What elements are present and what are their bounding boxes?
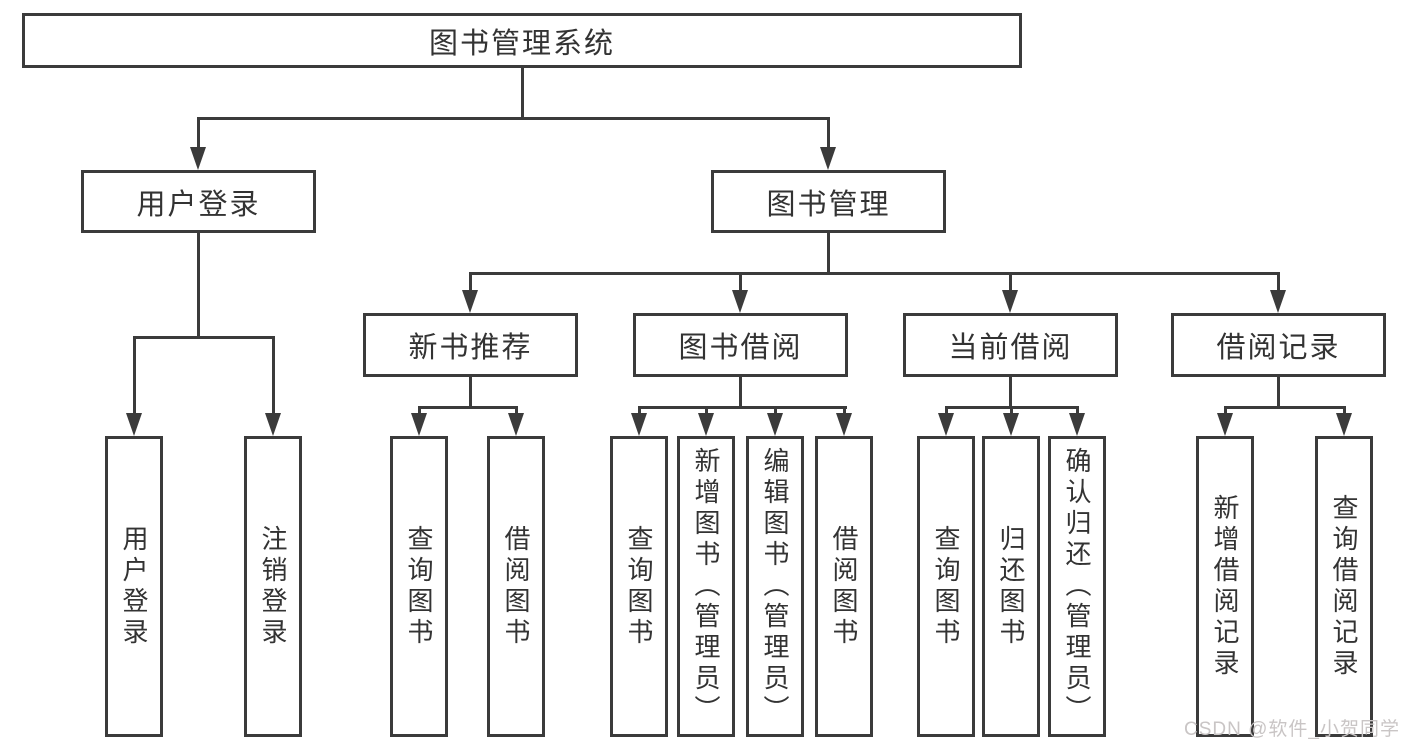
connector-line — [1008, 272, 1012, 293]
arrow-down-icon — [631, 413, 647, 436]
arrow-down-icon — [462, 290, 478, 313]
node-label: 查询图书 — [404, 524, 434, 649]
node-label: 新增借阅记录 — [1210, 493, 1240, 680]
connector-line — [271, 336, 275, 416]
node-new-book-recommend: 新书推荐 — [363, 313, 578, 377]
leaf-borrow-books: 借阅图书 — [815, 436, 873, 737]
connector-line — [1009, 406, 1013, 416]
node-label: 归还图书 — [996, 524, 1026, 649]
node-label: 图书借阅 — [678, 332, 803, 364]
node-book-management: 图书管理 — [711, 170, 946, 233]
connector-line — [468, 272, 1280, 275]
node-label: 借阅记录 — [1216, 332, 1341, 364]
connector-line — [196, 118, 200, 150]
connector-line — [196, 117, 830, 120]
arrow-down-icon — [767, 413, 783, 436]
node-label: 用户登录 — [119, 524, 149, 649]
arrow-down-icon — [126, 413, 142, 436]
node-label: 注销登录 — [258, 524, 288, 649]
leaf-confirm-return-admin: 确认归还（管理员） — [1048, 436, 1106, 737]
leaf-logout: 注销登录 — [244, 436, 302, 737]
connector-line — [514, 406, 518, 416]
connector-line — [1276, 377, 1280, 409]
arrow-down-icon — [836, 413, 852, 436]
arrow-down-icon — [411, 413, 427, 436]
leaf-borrow-books-recommend: 借阅图书 — [487, 436, 545, 737]
leaf-add-borrow-record: 新增借阅记录 — [1196, 436, 1254, 737]
arrow-down-icon — [820, 147, 836, 170]
node-label: 新书推荐 — [408, 332, 533, 364]
connector-line — [1223, 406, 1346, 409]
arrow-down-icon — [1002, 290, 1018, 313]
arrow-down-icon — [1003, 413, 1019, 436]
node-label: 确认归还（管理员） — [1062, 447, 1092, 726]
leaf-add-books-admin: 新增图书（管理员） — [677, 436, 735, 737]
leaf-query-books-current: 查询图书 — [917, 436, 975, 737]
connector-line — [773, 406, 777, 416]
node-label: 查询图书 — [624, 524, 654, 649]
connector-line — [826, 118, 830, 150]
leaf-query-books-borrowing: 查询图书 — [610, 436, 668, 737]
connector-line — [637, 406, 641, 416]
connector-line — [417, 406, 421, 416]
connector-line — [842, 406, 846, 416]
connector-line — [1342, 406, 1346, 416]
arrow-down-icon — [1217, 413, 1233, 436]
node-label: 图书管理 — [766, 188, 891, 221]
connector-line — [738, 377, 742, 409]
connector-line — [738, 272, 742, 293]
connector-line — [417, 406, 518, 409]
node-label: 编辑图书（管理员） — [760, 447, 790, 726]
node-book-borrowing: 图书借阅 — [633, 313, 848, 377]
leaf-query-books-recommend: 查询图书 — [390, 436, 448, 737]
arrow-down-icon — [732, 290, 748, 313]
leaf-query-borrow-record: 查询借阅记录 — [1315, 436, 1373, 737]
connector-line — [132, 336, 275, 339]
connector-line — [468, 377, 472, 409]
leaf-edit-books-admin: 编辑图书（管理员） — [746, 436, 804, 737]
connector-line — [637, 406, 847, 409]
arrow-down-icon — [190, 147, 206, 170]
connector-line — [196, 233, 200, 339]
node-label: 图书管理系统 — [428, 27, 615, 60]
node-label: 借阅图书 — [501, 524, 531, 649]
connector-line — [132, 336, 136, 416]
connector-line — [1075, 406, 1079, 416]
leaf-return-books: 归还图书 — [982, 436, 1040, 737]
node-current-borrowing: 当前借阅 — [903, 313, 1118, 377]
connector-line — [826, 233, 830, 275]
connector-line — [944, 406, 948, 416]
arrow-down-icon — [698, 413, 714, 436]
arrow-down-icon — [508, 413, 524, 436]
node-library-management-system: 图书管理系统 — [22, 13, 1022, 68]
leaf-user-login: 用户登录 — [105, 436, 163, 737]
connector-line — [704, 406, 708, 416]
node-label: 用户登录 — [136, 188, 261, 221]
csdn-watermark: CSDN @软件_小贺同学 — [1184, 719, 1400, 740]
arrow-down-icon — [1336, 413, 1352, 436]
node-user-login: 用户登录 — [81, 170, 316, 233]
node-label: 借阅图书 — [829, 524, 859, 649]
connector-line — [520, 68, 524, 120]
arrow-down-icon — [1270, 290, 1286, 313]
node-label: 查询图书 — [931, 524, 961, 649]
node-label: 查询借阅记录 — [1329, 493, 1359, 680]
connector-line — [468, 272, 472, 293]
node-borrow-records: 借阅记录 — [1171, 313, 1386, 377]
arrow-down-icon — [265, 413, 281, 436]
arrow-down-icon — [1069, 413, 1085, 436]
node-label: 新增图书（管理员） — [691, 447, 721, 726]
connector-line — [1223, 406, 1227, 416]
connector-line — [1008, 377, 1012, 409]
connector-line — [1276, 272, 1280, 293]
arrow-down-icon — [938, 413, 954, 436]
node-label: 当前借阅 — [948, 332, 1073, 364]
